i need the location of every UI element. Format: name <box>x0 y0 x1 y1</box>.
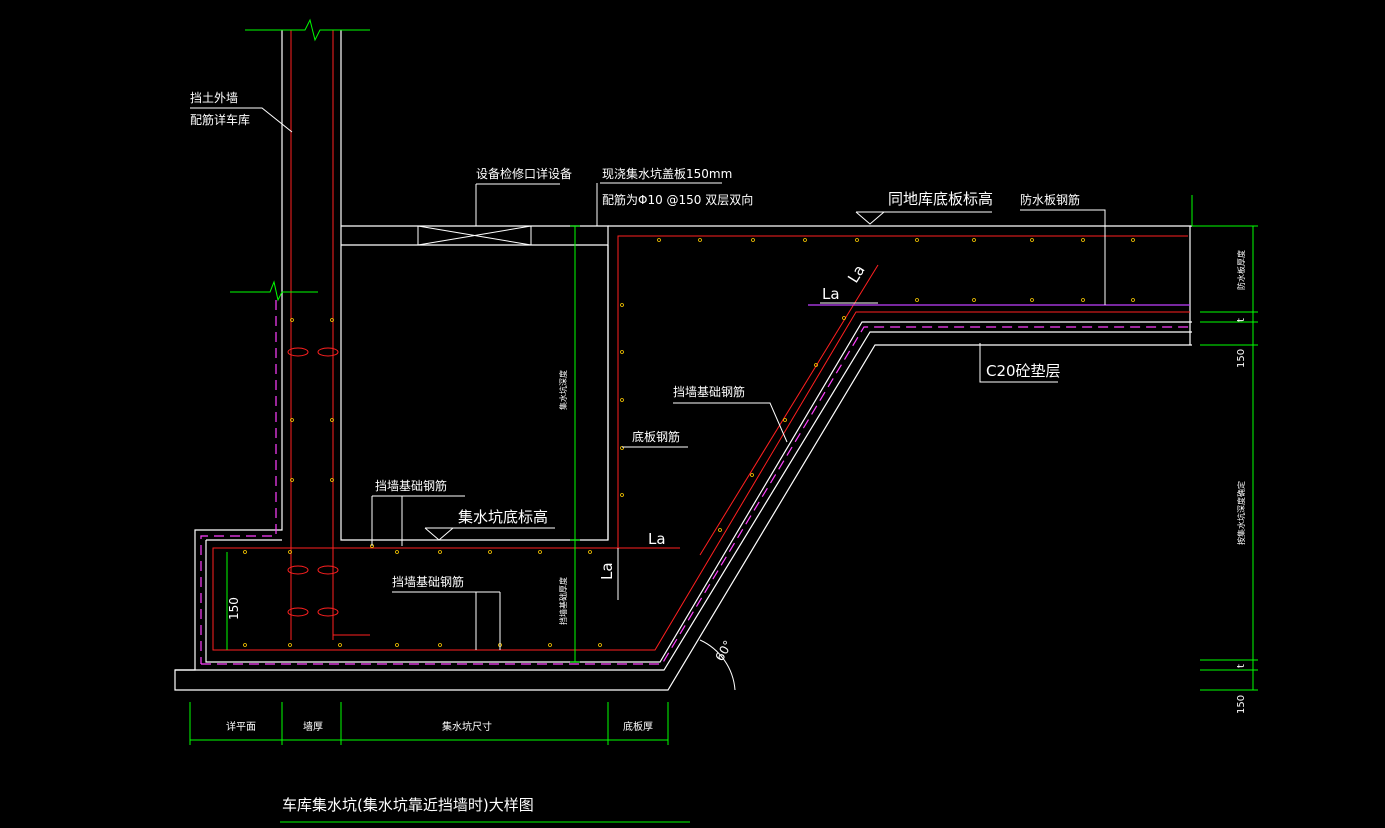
label-pit-bottom-level: 集水坑底标高 <box>458 508 548 526</box>
dimension-lines <box>189 195 1258 745</box>
dim-pit-size: 集水坑尺寸 <box>442 720 492 733</box>
label-wall-rebar: 配筋详车库 <box>190 112 250 127</box>
leader-lines <box>190 107 1106 691</box>
label-150-left: 150 <box>227 597 241 620</box>
label-same-level: 同地库底板标高 <box>888 190 993 208</box>
access-opening-symbol <box>417 225 532 246</box>
label-cover-1: 现浇集水坑盖板150mm <box>602 166 732 181</box>
dim-wall-thickness: 墙厚 <box>303 720 323 733</box>
label-cover-2: 配筋为Φ10 @150 双层双向 <box>602 192 753 207</box>
rebar-dots <box>243 238 1135 647</box>
label-wall-name: 挡土外墙 <box>190 91 238 105</box>
label-wall-found-rebar-top: 挡墙基础钢筋 <box>375 478 447 493</box>
label-t-top: t <box>1236 318 1247 322</box>
label-wall-found-rebar-inner: 挡墙基础钢筋 <box>392 574 464 589</box>
label-la-3: La <box>648 530 666 548</box>
label-waterproof-rebar: 防水板钢筋 <box>1020 192 1080 207</box>
label-c20: C20砼垫层 <box>986 362 1061 380</box>
label-wall-found-rebar-slope: 挡墙基础钢筋 <box>673 384 745 399</box>
label-150-right-bottom: 150 <box>1236 695 1247 714</box>
dim-slab-thickness: 底板厚 <box>623 720 653 733</box>
label-found-thickness: 挡墙基础厚度 <box>558 577 568 625</box>
dim-detail-plan: 详平面 <box>226 720 256 733</box>
label-la-4: La <box>598 562 616 580</box>
label-slab-rebar: 底板钢筋 <box>632 429 680 444</box>
concrete-outline <box>174 30 1192 691</box>
label-t-bottom: t <box>1236 664 1247 668</box>
label-angle: 60° <box>712 638 735 663</box>
label-150-right-top: 150 <box>1236 349 1247 368</box>
label-la-2: La <box>844 262 869 286</box>
label-la-1: La <box>822 285 840 303</box>
label-pit-depth-right: 按集水坑深度确定 <box>1236 481 1246 545</box>
label-slab-thickness-right: 防水板厚度 <box>1236 250 1246 290</box>
label-access: 设备检修口详设备 <box>476 166 572 181</box>
drawing-title: 车库集水坑(集水坑靠近挡墙时)大样图 <box>282 796 534 814</box>
label-pit-depth: 集水坑深度 <box>558 370 568 410</box>
break-lines <box>230 18 370 302</box>
waterproof-layer <box>200 300 1192 665</box>
rebar-lines <box>212 30 1190 651</box>
